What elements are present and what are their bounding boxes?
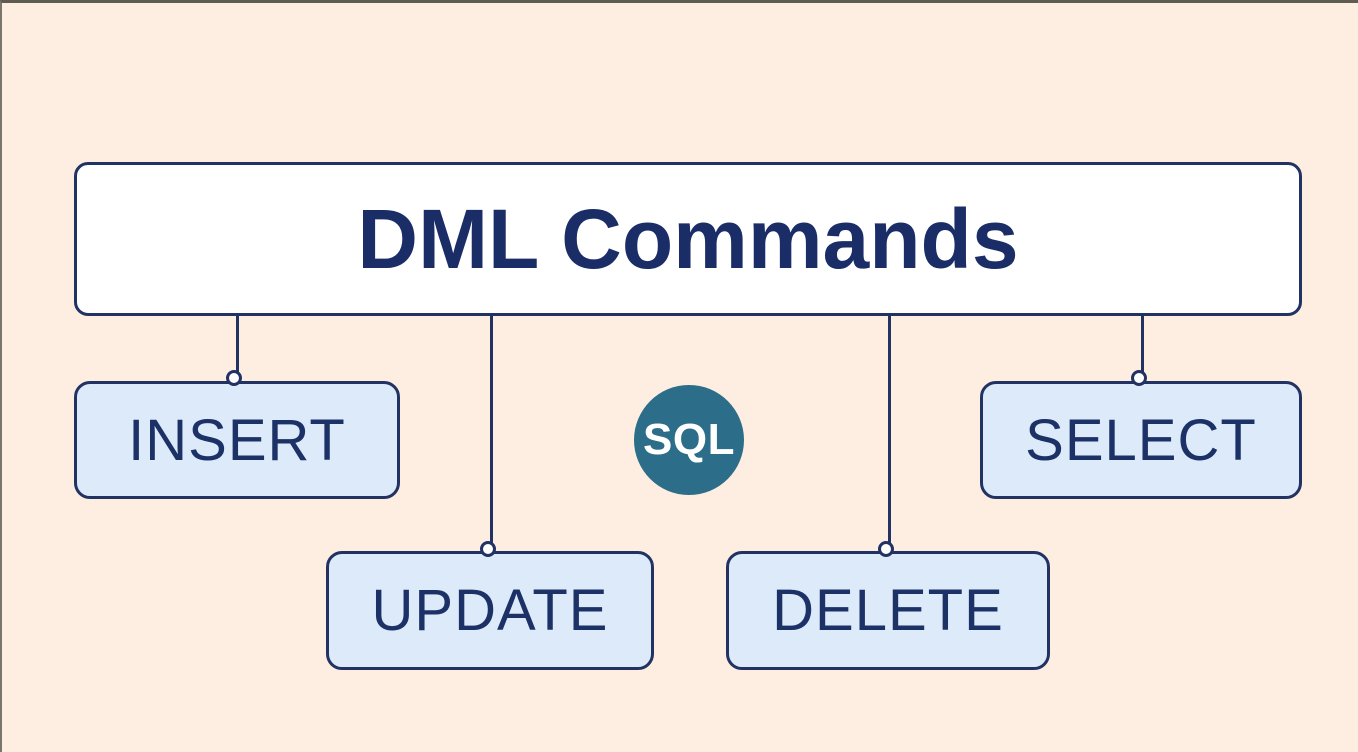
node-insert-label: INSERT <box>128 407 346 473</box>
connector-line-delete <box>888 316 891 544</box>
root-node-dml-commands: DML Commands <box>74 162 1302 316</box>
connector-joint-select <box>1131 370 1147 386</box>
node-insert: INSERT <box>74 381 400 499</box>
connector-joint-delete <box>878 541 894 557</box>
connector-joint-update <box>480 541 496 557</box>
sql-badge-label: SQL <box>643 415 735 464</box>
diagram-title: DML Commands <box>357 191 1019 286</box>
node-delete: DELETE <box>726 551 1050 670</box>
connector-line-insert <box>236 316 239 373</box>
node-select: SELECT <box>980 381 1302 499</box>
connector-line-update <box>490 316 493 544</box>
node-update: UPDATE <box>326 551 654 670</box>
node-delete-label: DELETE <box>772 578 1004 643</box>
sql-badge: SQL <box>634 385 744 495</box>
node-update-label: UPDATE <box>371 578 609 643</box>
connector-joint-insert <box>226 370 242 386</box>
node-select-label: SELECT <box>1025 407 1257 473</box>
connector-line-select <box>1141 316 1144 373</box>
